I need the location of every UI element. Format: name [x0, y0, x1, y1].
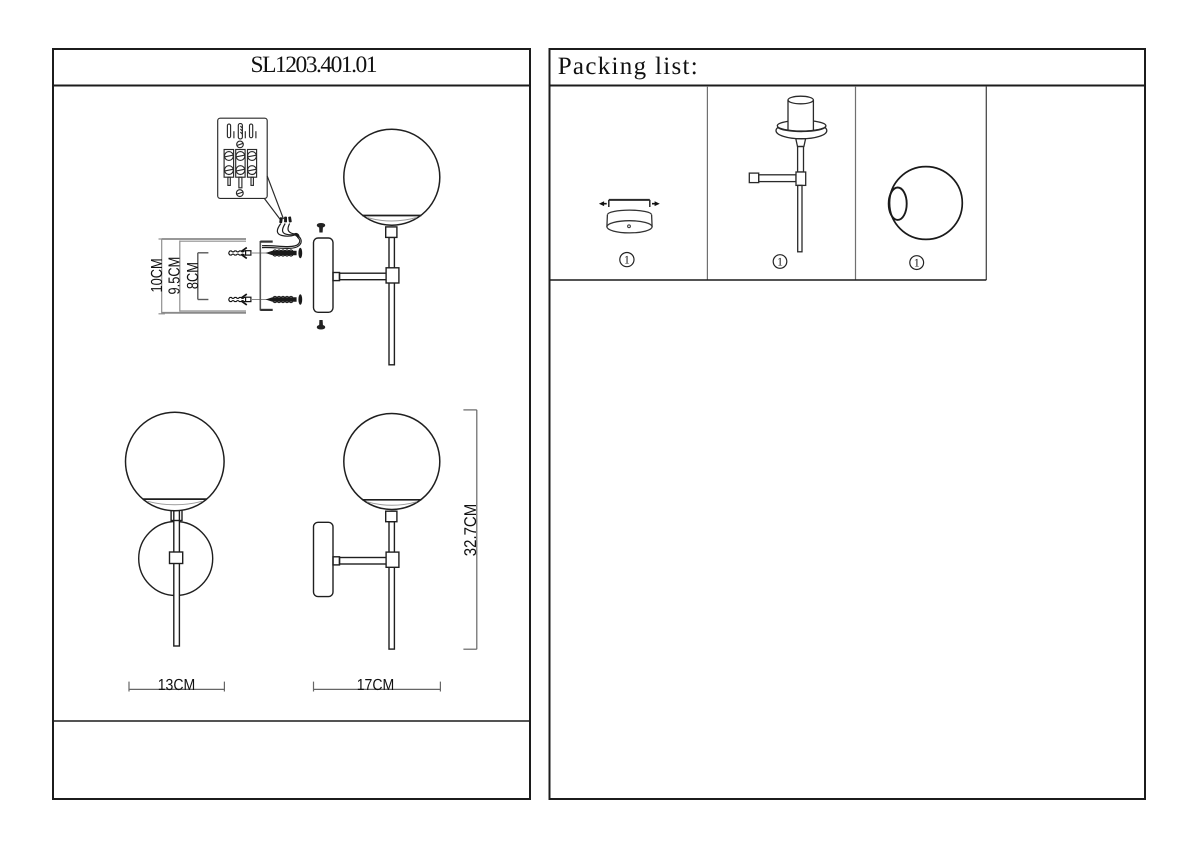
svg-text:10CM: 10CM	[149, 258, 166, 292]
svg-text:8CM: 8CM	[185, 262, 202, 289]
svg-text:17CM: 17CM	[357, 677, 395, 694]
svg-text:SL1203.401.01: SL1203.401.01	[251, 52, 378, 78]
svg-text:9.5CM: 9.5CM	[167, 257, 184, 295]
svg-text:32.7CM: 32.7CM	[461, 504, 480, 556]
svg-text:1: 1	[624, 255, 630, 267]
svg-text:1: 1	[914, 258, 920, 270]
svg-text:1: 1	[777, 257, 783, 269]
svg-text:13CM: 13CM	[158, 677, 196, 694]
svg-text:Packing list:: Packing list:	[558, 53, 698, 80]
